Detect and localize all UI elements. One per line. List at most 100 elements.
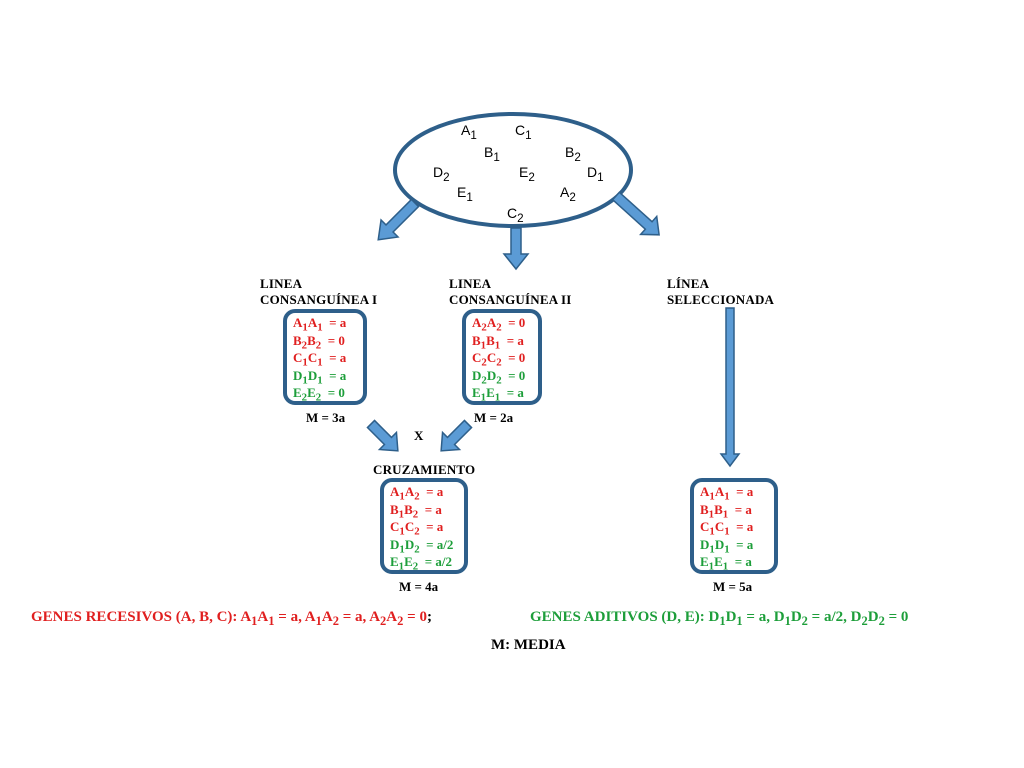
gene-letter: E [714,554,723,569]
genotype-value: = a [734,501,752,517]
legend-allele-subscript: 1 [784,614,791,628]
allele-subscript: 2 [481,321,487,334]
gene-letter: E [472,385,481,400]
gene-pool-ellipse [393,112,633,228]
legend-allele-subscript: 1 [268,614,275,628]
gene-letter: A [472,315,482,330]
genotype-row: E1E1 = a [472,384,524,407]
gene-letter: E [307,385,316,400]
legend-allele-subscript: 1 [736,614,743,628]
pool-gene-e1: E1 [457,184,473,204]
genotype-row: D1D1 = a [293,367,346,390]
legend-gene-letter: A [321,609,333,625]
gene-letter: A [404,484,415,499]
genotype-value: = a [736,519,754,534]
legend-gene-letter: A [240,609,252,625]
arrow-to-line-1 [377,198,420,241]
legend-gene-letter: D [773,609,785,625]
allele-subscript: 2 [301,339,308,352]
legend-gene-letter: A [369,609,381,625]
media-legend: M: MEDIA [491,637,566,653]
genotype-row: A1A1 = a [293,314,346,337]
allele-subscript: 1 [398,508,405,521]
allele-subscript: 1 [302,356,308,369]
gene-letter: D [714,536,725,552]
allele-subscript: 2 [414,490,420,503]
line-2-mean: M = 2a [474,410,514,425]
genotype-value: = 0 [508,350,526,365]
genotype-value: = a [329,367,347,383]
genotype-row: E1E1 = a [700,553,752,576]
allele-subscript: 2 [414,543,420,556]
legend-gene-letter: A [257,609,269,625]
genotype-value: = 0 [327,332,345,348]
legend-value: = 0 [884,609,909,625]
gene-letter: A [714,484,725,499]
gene-letter: C [390,519,400,534]
gene-letter: B [714,501,723,517]
genotype-value: = a [329,315,347,330]
genotype-value: = a [506,385,524,400]
legend-allele-subscript: 2 [380,614,387,628]
allele-subscript: 1 [399,490,405,503]
selected-line-mean: M = 5a [713,579,753,594]
legend-gene-letter: A [304,609,316,625]
allele-subscript: 1 [709,490,715,503]
gene-letter: B [700,501,709,517]
additive-items: D1D1 = a, D1D2 = a/2, D2D2 = 0 [708,609,909,628]
gene-letter: B [307,332,316,348]
allele-subscript: 1 [317,374,323,387]
recessive-genes-legend: GENES RECESIVOS (A, B, C): A1A1 = a, A1A… [31,609,432,628]
legend-allele-subscript: 2 [878,614,885,628]
arrow-to-selected-line [611,191,660,236]
gene-letter: E [700,554,709,569]
allele-subscript: 1 [494,339,501,352]
genotype-row: B1B1 = a [700,501,752,524]
pool-gene-b1: B1 [484,144,500,164]
cross-mean: M = 4a [399,579,439,594]
genotype-row: A1A1 = a [700,483,753,506]
gene-letter: B [404,501,413,517]
gene-letter: E [404,554,413,569]
additive-label: GENES ADITIVOS (D, E): [530,609,709,625]
pool-gene-d1: D1 [587,164,604,184]
allele-subscript: 1 [709,525,715,538]
genotype-value: = 0 [508,315,526,330]
allele-subscript: 2 [481,356,487,369]
allele-subscript: 1 [722,508,729,521]
genotype-row: C1C2 = a [390,518,443,541]
genotype-value: = a [426,519,444,534]
gene-letter: A [700,484,710,499]
gene-letter: D [486,367,497,383]
legend-allele-subscript: 2 [801,614,808,628]
gene-letter: C [486,350,497,365]
pool-gene-b2: B2 [565,144,581,164]
legend-gene-letter: A [386,609,398,625]
genotype-row: D1D1 = a [700,536,753,559]
allele-subscript: 2 [315,339,322,352]
genotype-value: = 0 [508,367,526,383]
allele-subscript: 2 [315,391,322,404]
legend-value: = 0 [403,609,427,625]
allele-subscript: 2 [496,356,502,369]
genotype-value: = a [329,350,347,365]
allele-subscript: 2 [496,321,502,334]
legend-allele-subscript: 2 [397,614,404,628]
gene-letter: C [472,350,482,365]
pool-gene-c1: C1 [515,122,532,142]
legend-gene-letter: D [850,609,862,625]
allele-subscript: 2 [412,560,419,573]
legend-value: = a [274,609,299,625]
allele-subscript: 2 [496,374,502,387]
gene-letter: D [472,367,482,383]
gene-letter: C [714,519,725,534]
legend-allele-subscript: 1 [251,614,258,628]
gene-letter: D [404,536,415,552]
allele-subscript: 1 [480,391,487,404]
pool-gene-a2: A2 [560,184,576,204]
recessive-items: A1A1 = a, A1A2 = a, A2A2 = 0 [240,609,427,628]
allele-subscript: 2 [412,508,419,521]
